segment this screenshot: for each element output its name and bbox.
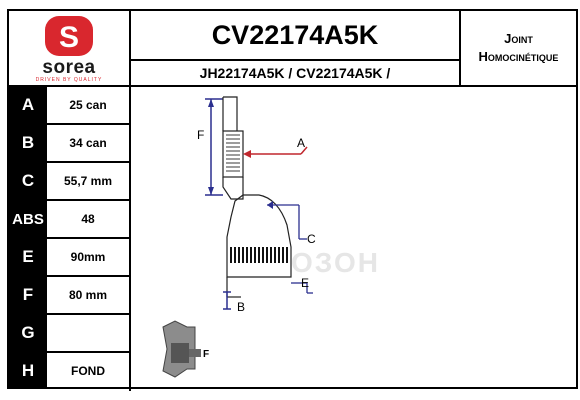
dimension-c xyxy=(267,201,307,240)
shaft-outline xyxy=(222,96,244,200)
arrow-a xyxy=(243,146,308,158)
spec-label: C xyxy=(9,163,47,199)
label-a: A xyxy=(297,136,305,150)
spec-value xyxy=(47,315,129,351)
product-sheet: S sorea DRIVEN BY QUALITY CV22174A5K JH2… xyxy=(7,9,578,391)
spec-value: 80 mm xyxy=(68,288,108,302)
label-c: C xyxy=(307,232,316,246)
label-b: B xyxy=(237,300,245,314)
dimension-e xyxy=(291,282,313,294)
brand-name: sorea xyxy=(42,57,96,78)
spec-value: 48 xyxy=(81,212,95,226)
cross-reference: JH22174A5K / CV22174A5K / xyxy=(131,61,461,87)
cv-joint-drawing: ОЗОН F xyxy=(131,87,576,387)
bell-housing xyxy=(226,194,292,298)
spec-value: 34 can xyxy=(69,136,107,150)
brand-logo-icon: S xyxy=(45,16,93,56)
spec-value: 25 can xyxy=(69,98,107,112)
spec-row-e: E 90mm xyxy=(9,239,131,277)
dimension-f xyxy=(205,98,223,196)
spec-row-a: A 25 can xyxy=(9,87,131,125)
product-type: Joint Homocinétique xyxy=(461,11,576,87)
label-e: E xyxy=(301,276,309,290)
spec-label: H xyxy=(9,353,47,389)
product-type-line1: Joint xyxy=(504,31,533,46)
svg-text:S: S xyxy=(59,21,79,54)
spec-label: B xyxy=(9,125,47,161)
spec-label: F xyxy=(9,277,47,313)
spline-teeth xyxy=(226,134,240,172)
spec-row-f: F 80 mm xyxy=(9,277,131,315)
spec-label: ABS xyxy=(9,201,47,237)
spec-row-h: H FOND xyxy=(9,353,131,391)
product-type-line2: Homocinétique xyxy=(478,49,559,64)
spec-value: 55,7 mm xyxy=(63,174,113,188)
thumbnail-joint-icon xyxy=(162,320,201,378)
dimension-b xyxy=(223,291,231,310)
brand-tagline: DRIVEN BY QUALITY xyxy=(35,77,103,83)
spec-value: 90mm xyxy=(70,250,106,264)
spec-label: E xyxy=(9,239,47,275)
spec-row-g: G xyxy=(9,315,131,353)
spec-value: FOND xyxy=(71,364,105,378)
product-code: CV22174A5K xyxy=(131,11,461,61)
spec-label: G xyxy=(9,315,47,351)
abs-ring xyxy=(230,247,288,263)
spec-row-abs: ABS 48 xyxy=(9,201,131,239)
label-f: F xyxy=(197,128,204,142)
spec-row-b: B 34 can xyxy=(9,125,131,163)
watermark-text: ОЗОН xyxy=(291,247,380,278)
spec-row-c: C 55,7 mm xyxy=(9,163,131,201)
thumbnail-label: F xyxy=(203,349,209,360)
spec-label: A xyxy=(9,87,47,123)
brand-logo-cell: S sorea DRIVEN BY QUALITY xyxy=(9,11,131,87)
